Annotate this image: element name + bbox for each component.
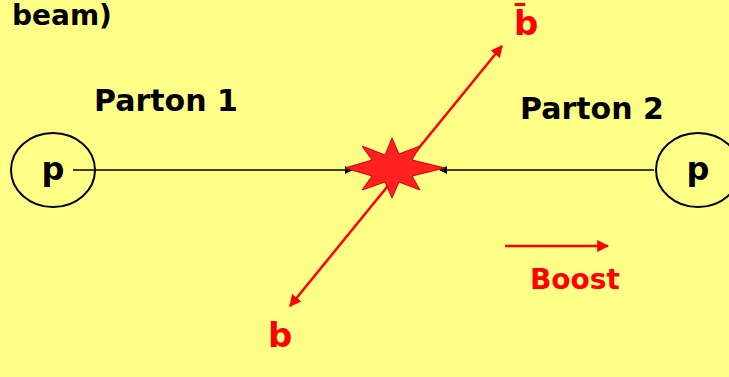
parton-line xyxy=(73,169,352,171)
parton-label: Parton 1 xyxy=(94,84,238,119)
quark-track xyxy=(290,46,502,306)
ellipse-shape xyxy=(656,133,729,207)
ellipse-shape xyxy=(11,133,95,207)
quark-label: b xyxy=(268,316,292,355)
boost-arrow xyxy=(505,245,608,248)
antiquark-label: b̄ xyxy=(514,4,538,43)
proton-label: p xyxy=(10,152,96,187)
proton-ellipse: p xyxy=(10,132,96,208)
parton-line xyxy=(440,169,654,171)
proton-label: p xyxy=(655,152,729,187)
proton-ellipse: p xyxy=(655,132,729,208)
parton-label: Parton 2 xyxy=(520,92,664,127)
beam-note: beam) xyxy=(12,0,112,32)
boost-label: Boost xyxy=(530,264,620,296)
collision-burst xyxy=(345,138,445,198)
